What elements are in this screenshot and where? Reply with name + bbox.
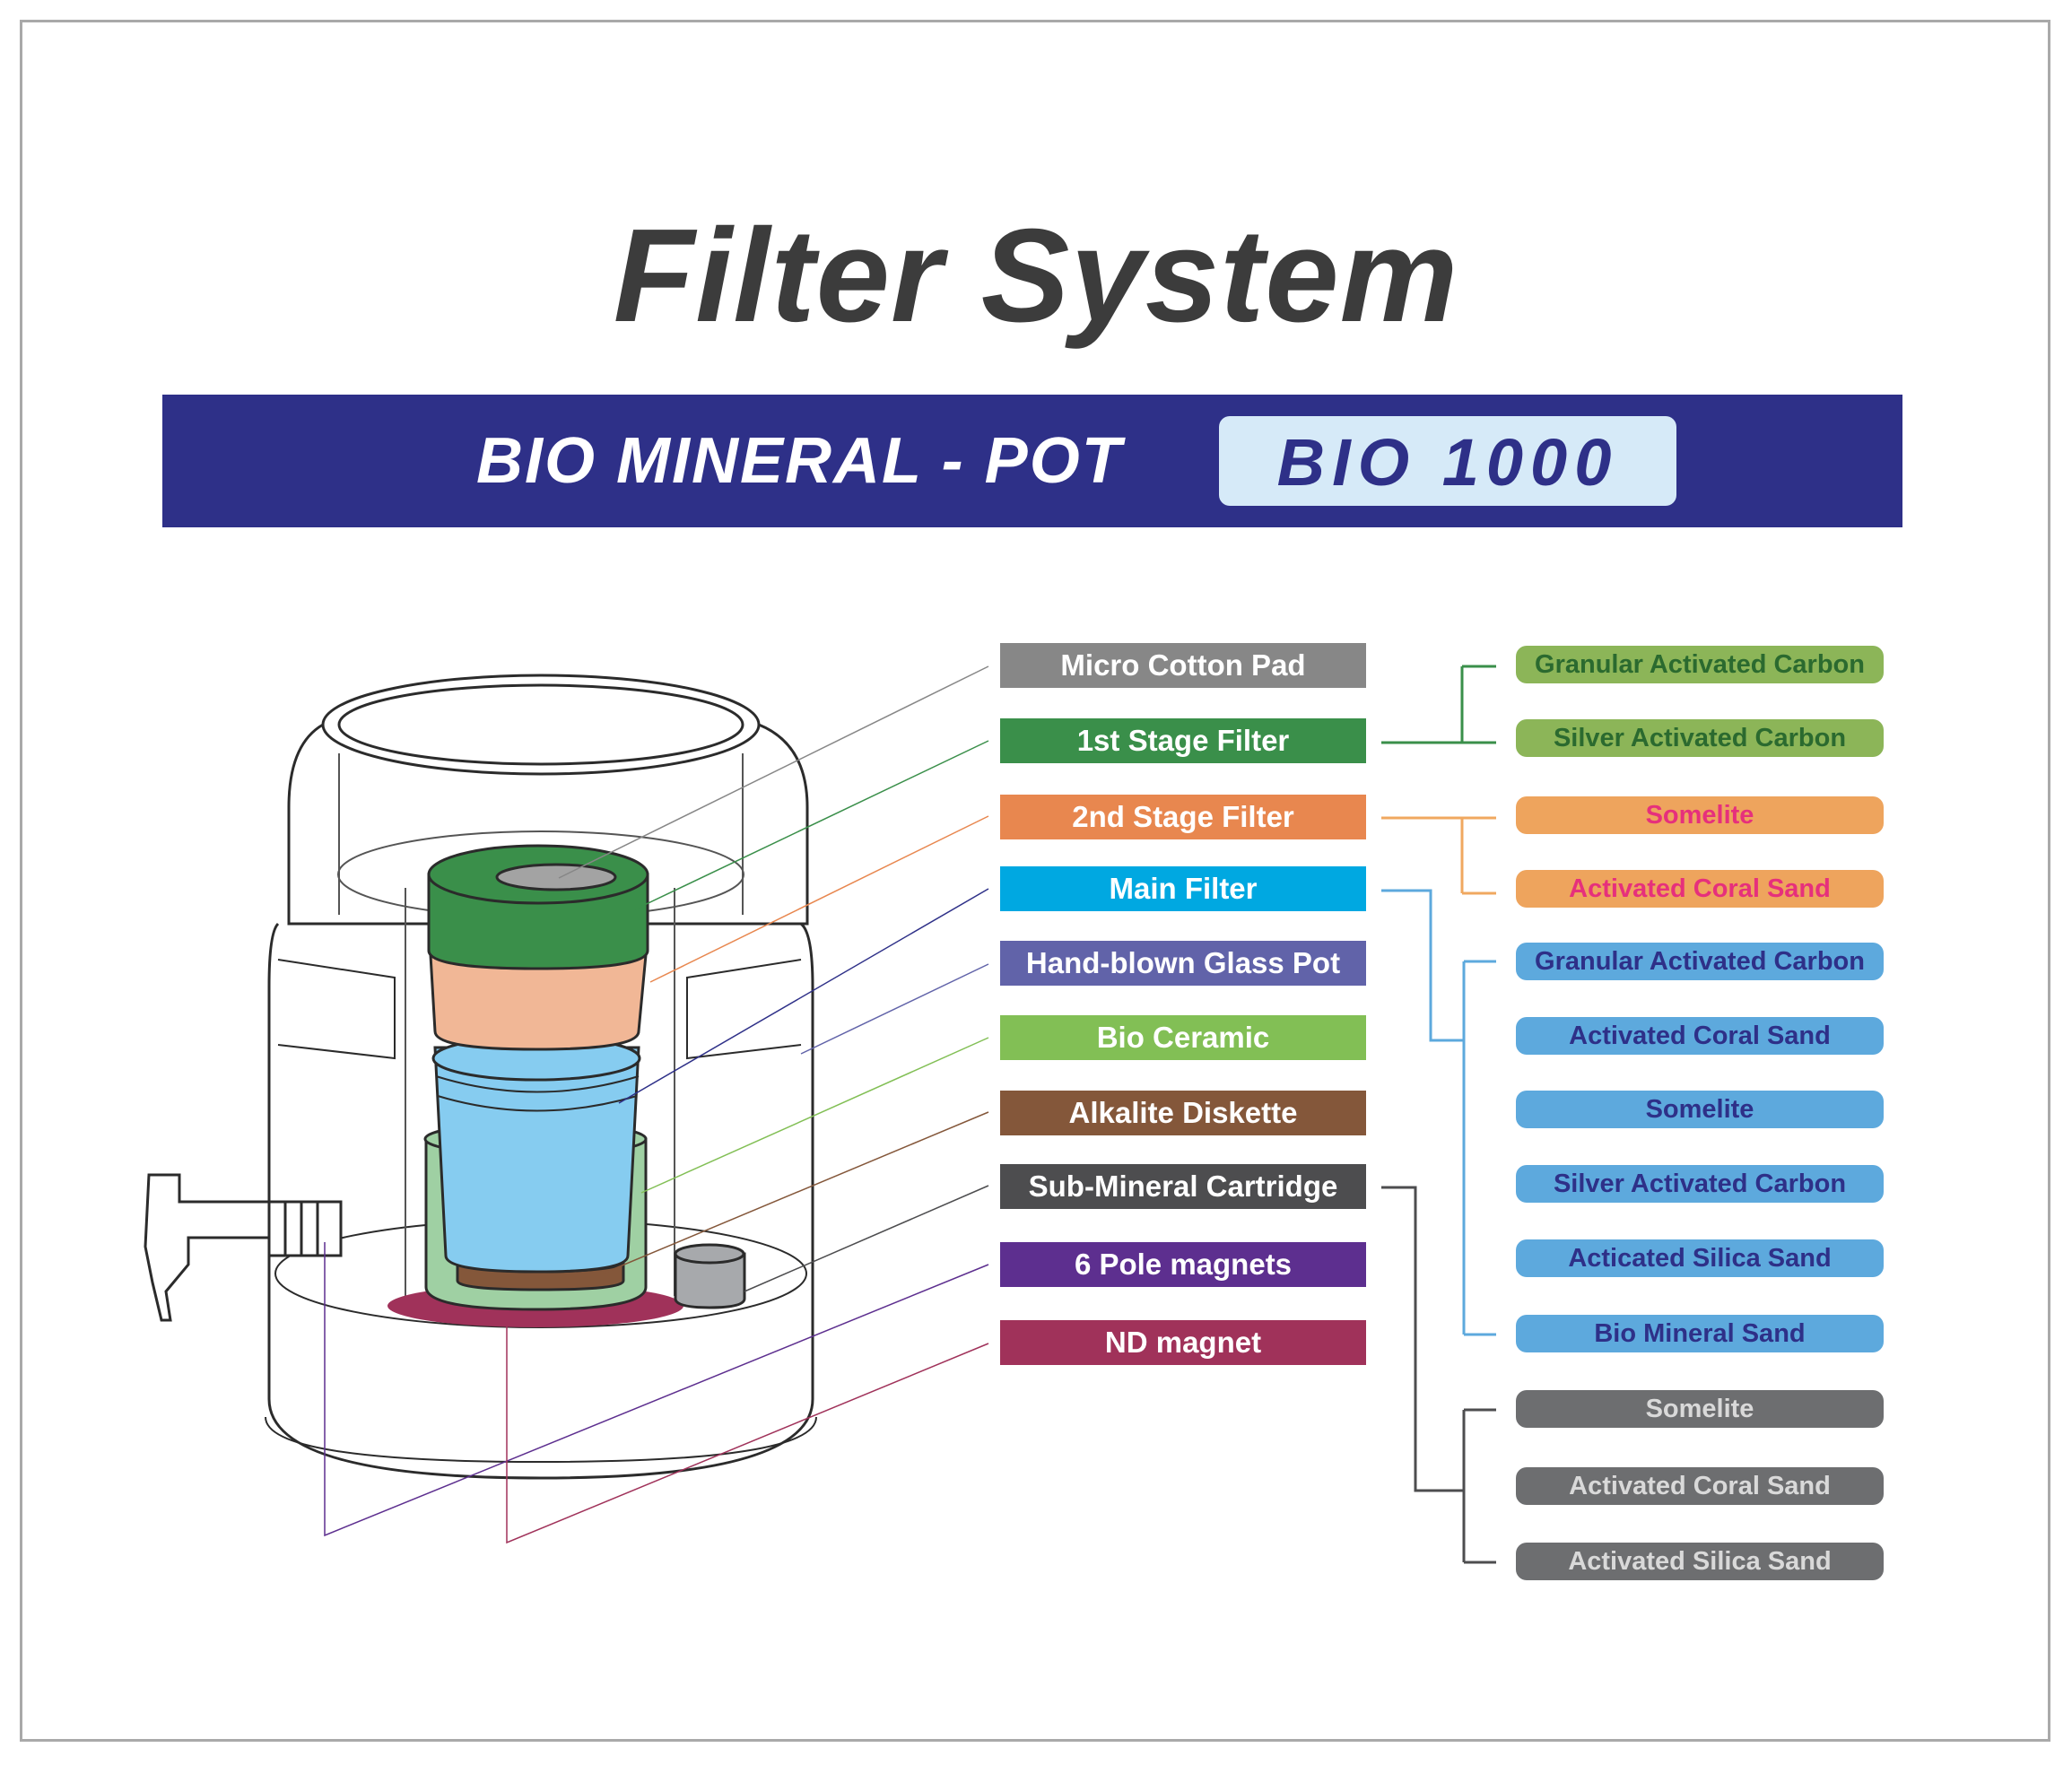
product-name: BIO MINERAL - POT — [476, 425, 1123, 497]
media-pill: Somelite — [1516, 1390, 1884, 1428]
media-pill: Granular Activated Carbon — [1516, 646, 1884, 683]
component-label-micro-cotton-pad: Micro Cotton Pad — [1000, 643, 1366, 688]
component-label-alkalite-diskette: Alkalite Diskette — [1000, 1091, 1366, 1135]
page-title: Filter System — [613, 202, 1459, 350]
component-label-nd-magnet: ND magnet — [1000, 1320, 1366, 1365]
media-pill: Granular Activated Carbon — [1516, 943, 1884, 980]
component-label-sub-mineral-cartridge: Sub-Mineral Cartridge — [1000, 1164, 1366, 1209]
component-label-1st-stage-filter: 1st Stage Filter — [1000, 718, 1366, 763]
component-label-6-pole-magnets: 6 Pole magnets — [1000, 1242, 1366, 1287]
model-badge: BIO 1000 — [1219, 416, 1676, 506]
media-pill: Activated Coral Sand — [1516, 1467, 1884, 1505]
media-pill: Silver Activated Carbon — [1516, 1165, 1884, 1203]
media-pill: Somelite — [1516, 796, 1884, 834]
media-pill: Activated Coral Sand — [1516, 870, 1884, 908]
media-pill: Silver Activated Carbon — [1516, 719, 1884, 757]
component-label-glass-pot: Hand-blown Glass Pot — [1000, 941, 1366, 986]
media-pill: Activated Silica Sand — [1516, 1543, 1884, 1580]
media-pill: Activated Coral Sand — [1516, 1017, 1884, 1055]
media-pill: Acticated Silica Sand — [1516, 1239, 1884, 1277]
product-banner: BIO MINERAL - POT BIO 1000 — [162, 395, 1902, 527]
media-pill: Somelite — [1516, 1091, 1884, 1128]
component-label-2nd-stage-filter: 2nd Stage Filter — [1000, 795, 1366, 839]
media-pill: Bio Mineral Sand — [1516, 1315, 1884, 1352]
component-label-main-filter: Main Filter — [1000, 866, 1366, 911]
component-label-bio-ceramic: Bio Ceramic — [1000, 1015, 1366, 1060]
